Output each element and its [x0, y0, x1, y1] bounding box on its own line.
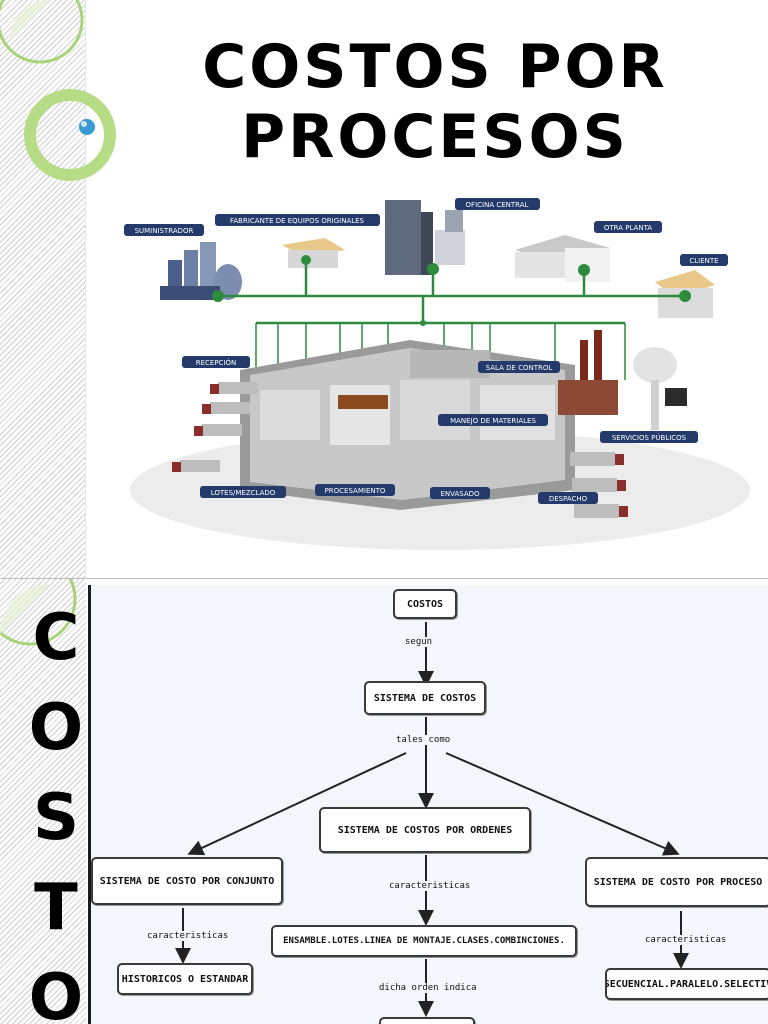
label-lotes-mezclado: LOTES/MEZCLADO — [211, 489, 276, 497]
green-circles-decoration — [0, 0, 116, 181]
link-segun: segun — [403, 637, 435, 647]
link-caracteristicas-right: caracteristicas — [643, 935, 729, 945]
title-line-1: COSTOS POR — [202, 32, 668, 102]
green-circle-decoration — [0, 579, 77, 646]
link-caracteristicas-left: caracteristicas — [145, 931, 231, 941]
label-despacho: DESPACHO — [549, 495, 588, 503]
label-recepcion: RECEPCIÓN — [196, 358, 237, 367]
vertical-letter: C — [32, 601, 80, 675]
trucks-left-icon — [172, 382, 258, 472]
utilities-icon — [558, 330, 687, 430]
node-sistema-costo-conjunto: SISTEMA DE COSTO POR CONJUNTO — [91, 857, 283, 905]
vertical-title: C O S T O — [26, 593, 86, 1024]
concept-map: COSTOS segun SISTEMA DE COSTOS tales com… — [88, 585, 768, 1024]
vertical-letter: S — [32, 781, 80, 855]
concept-map-connectors — [175, 622, 689, 1017]
slide-stripe-decoration — [0, 579, 86, 1024]
label-sala-control: SALA DE CONTROL — [486, 364, 553, 372]
oem-building-icon — [282, 238, 345, 268]
label-suministrador: SUMINISTRADOR — [135, 227, 194, 235]
slide-costos-por-procesos: COSTOS POR PROCESOS — [0, 0, 760, 578]
factory-process-illustration: SUMINISTRADOR FABRICANTE DE EQUIPOS ORIG… — [124, 198, 750, 550]
label-servicios-publicos: SERVICIOS PÚBLICOS — [612, 433, 687, 442]
vertical-letter: O — [28, 961, 84, 1024]
factory-floor-icon — [240, 340, 575, 510]
label-envasado: ENVASADO — [440, 490, 480, 498]
title-line-2: PROCESOS — [241, 102, 629, 172]
trucks-right-icon — [570, 452, 628, 518]
diagram-labels: SUMINISTRADOR FABRICANTE DE EQUIPOS ORIG… — [124, 198, 728, 504]
label-manejo-materiales: MANEJO DE MATERIALES — [450, 417, 536, 425]
node-costos: COSTOS — [393, 589, 457, 619]
blue-ball-icon — [79, 119, 95, 135]
link-dicha-orden-indica: dicha orden indica — [377, 983, 479, 993]
label-oficina-central: OFICINA CENTRAL — [466, 201, 529, 209]
node-next-cutoff — [379, 1017, 475, 1024]
label-fabricante: FABRICANTE DE EQUIPOS ORIGINALES — [230, 217, 365, 225]
node-sistema-de-costos: SISTEMA DE COSTOS — [364, 681, 486, 715]
label-procesamiento: PROCESAMIENTO — [325, 487, 386, 495]
vertical-letter: O — [28, 691, 84, 765]
supplier-tanks-icon — [160, 242, 242, 300]
link-caracteristicas-center: caracteristicas — [387, 881, 473, 891]
node-historicos-estandar: HISTORICOS O ESTANDAR — [117, 963, 253, 995]
node-sistema-costos-ordenes: SISTEMA DE COSTOS POR ORDENES — [319, 807, 531, 853]
node-ensamble-lotes: ENSAMBLE.LOTES.LINEA DE MONTAJE.CLASES.C… — [271, 925, 577, 957]
slide-costos-concept-map: C O S T O COSTOS segun SI — [0, 578, 768, 1024]
slide-title: COSTOS POR PROCESOS — [110, 32, 760, 172]
other-plant-icon — [515, 235, 610, 282]
headquarters-towers-icon — [385, 200, 465, 275]
link-tales-como: tales como — [394, 735, 453, 745]
node-sistema-costo-proceso: SISTEMA DE COSTO POR PROCESO — [585, 857, 768, 907]
label-cliente: CLIENTE — [689, 257, 718, 265]
label-otra-planta: OTRA PLANTA — [604, 224, 652, 232]
node-secuencial-paralelo: SECUENCIAL.PARALELO.SELECTIV — [605, 968, 768, 1000]
vertical-letter: T — [34, 871, 78, 945]
network-node-dots — [212, 255, 691, 326]
